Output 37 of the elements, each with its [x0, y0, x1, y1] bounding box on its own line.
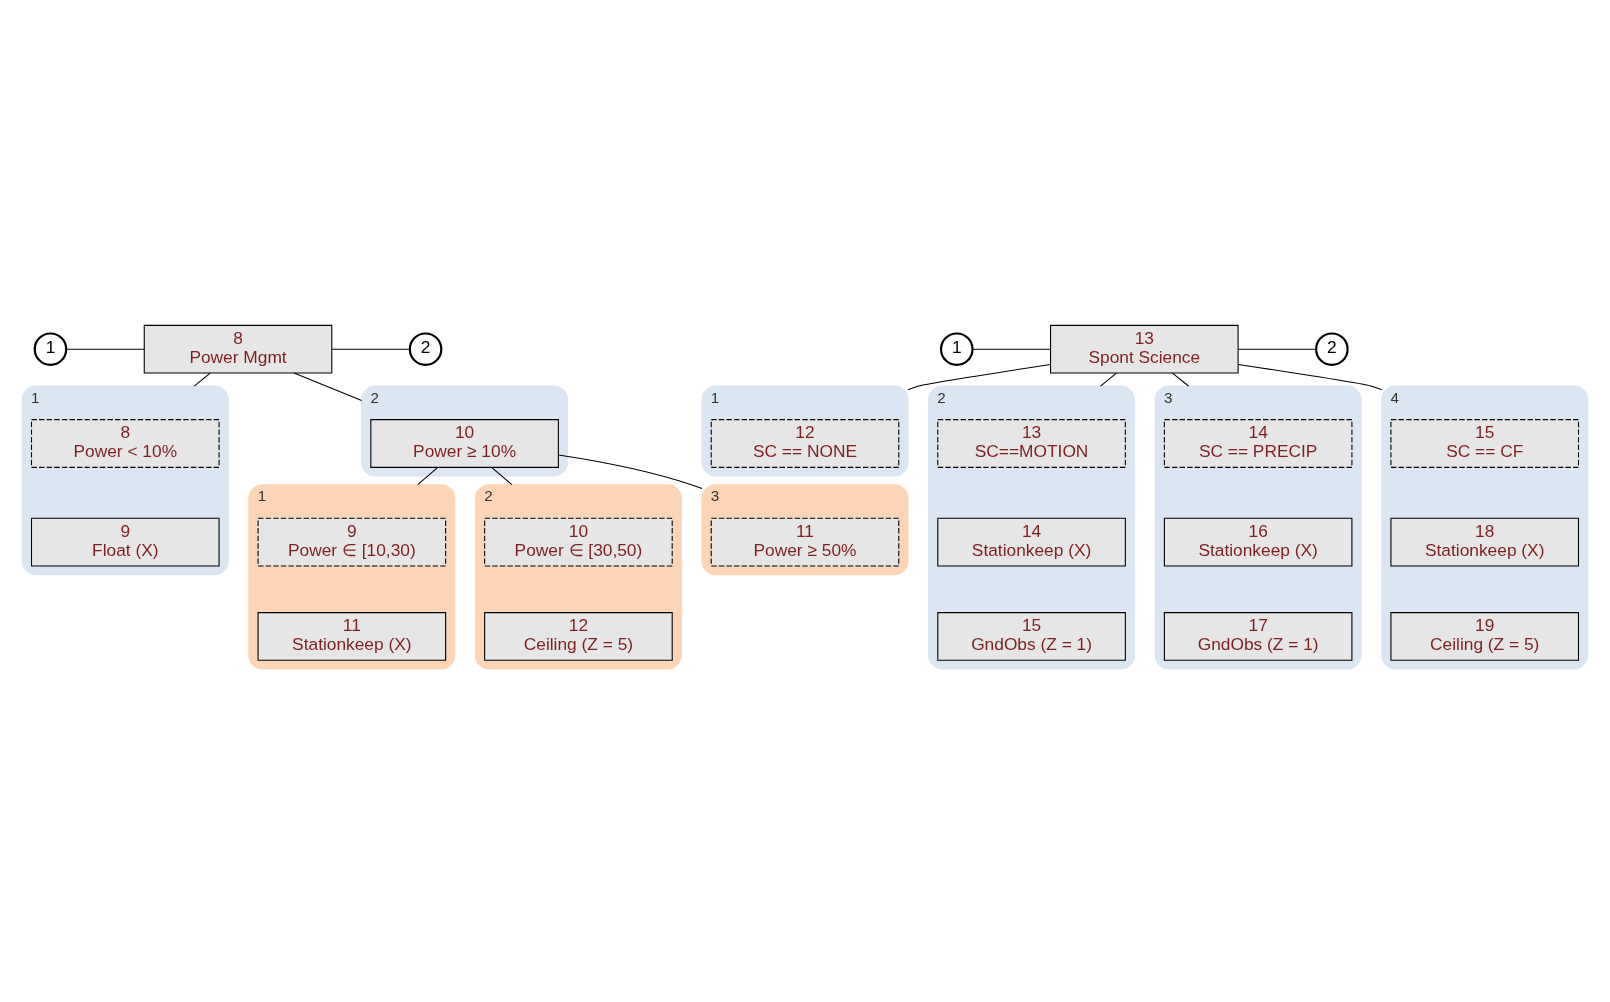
connector — [907, 363, 1052, 390]
node-box: 16 Stationkeep (X) — [1163, 517, 1353, 567]
node-box: 12 SC == NONE — [710, 418, 900, 468]
connector — [1171, 372, 1190, 387]
node-circle: 2 — [1315, 331, 1349, 366]
node-box: 14 Stationkeep (X) — [937, 517, 1126, 567]
connector — [491, 466, 513, 485]
node-box: 12 Ceiling (Z = 5) — [484, 611, 673, 661]
node-box: 10 Power ≥ 10% — [370, 418, 559, 468]
node-box: 13 Spont Science — [1050, 324, 1239, 374]
node-circle: 2 — [408, 331, 443, 366]
node-box: 8 Power < 10% — [30, 418, 220, 468]
node-box: 9 Power ∈ [10,30) — [257, 517, 447, 567]
connector — [331, 348, 411, 350]
connector — [557, 454, 703, 489]
node-circle: 1 — [33, 331, 68, 366]
node-circle: 1 — [939, 331, 974, 366]
node-box: 9 Float (X) — [30, 517, 220, 567]
connector — [417, 466, 439, 485]
node-box: 15 GndObs (Z = 1) — [937, 611, 1126, 661]
node-box: 15 SC == CF — [1390, 418, 1580, 468]
connector — [1237, 363, 1383, 390]
connector — [65, 348, 145, 350]
connector — [293, 372, 363, 401]
node-box: 19 Ceiling (Z = 5) — [1390, 611, 1580, 661]
node-box: 18 Stationkeep (X) — [1390, 517, 1580, 567]
node-box: 8 Power Mgmt — [143, 324, 333, 374]
connector — [193, 372, 211, 387]
node-box: 17 GndObs (Z = 1) — [1163, 611, 1353, 661]
connector — [1100, 372, 1117, 387]
connector — [1237, 348, 1317, 350]
node-box: 11 Power ≥ 50% — [710, 517, 900, 567]
node-box: 11 Stationkeep (X) — [257, 611, 447, 661]
node-box: 10 Power ∈ [30,50) — [484, 517, 673, 567]
node-box: 13 SC==MOTION — [937, 418, 1126, 468]
connector — [972, 348, 1051, 350]
node-box: 14 SC == PRECIP — [1163, 418, 1353, 468]
